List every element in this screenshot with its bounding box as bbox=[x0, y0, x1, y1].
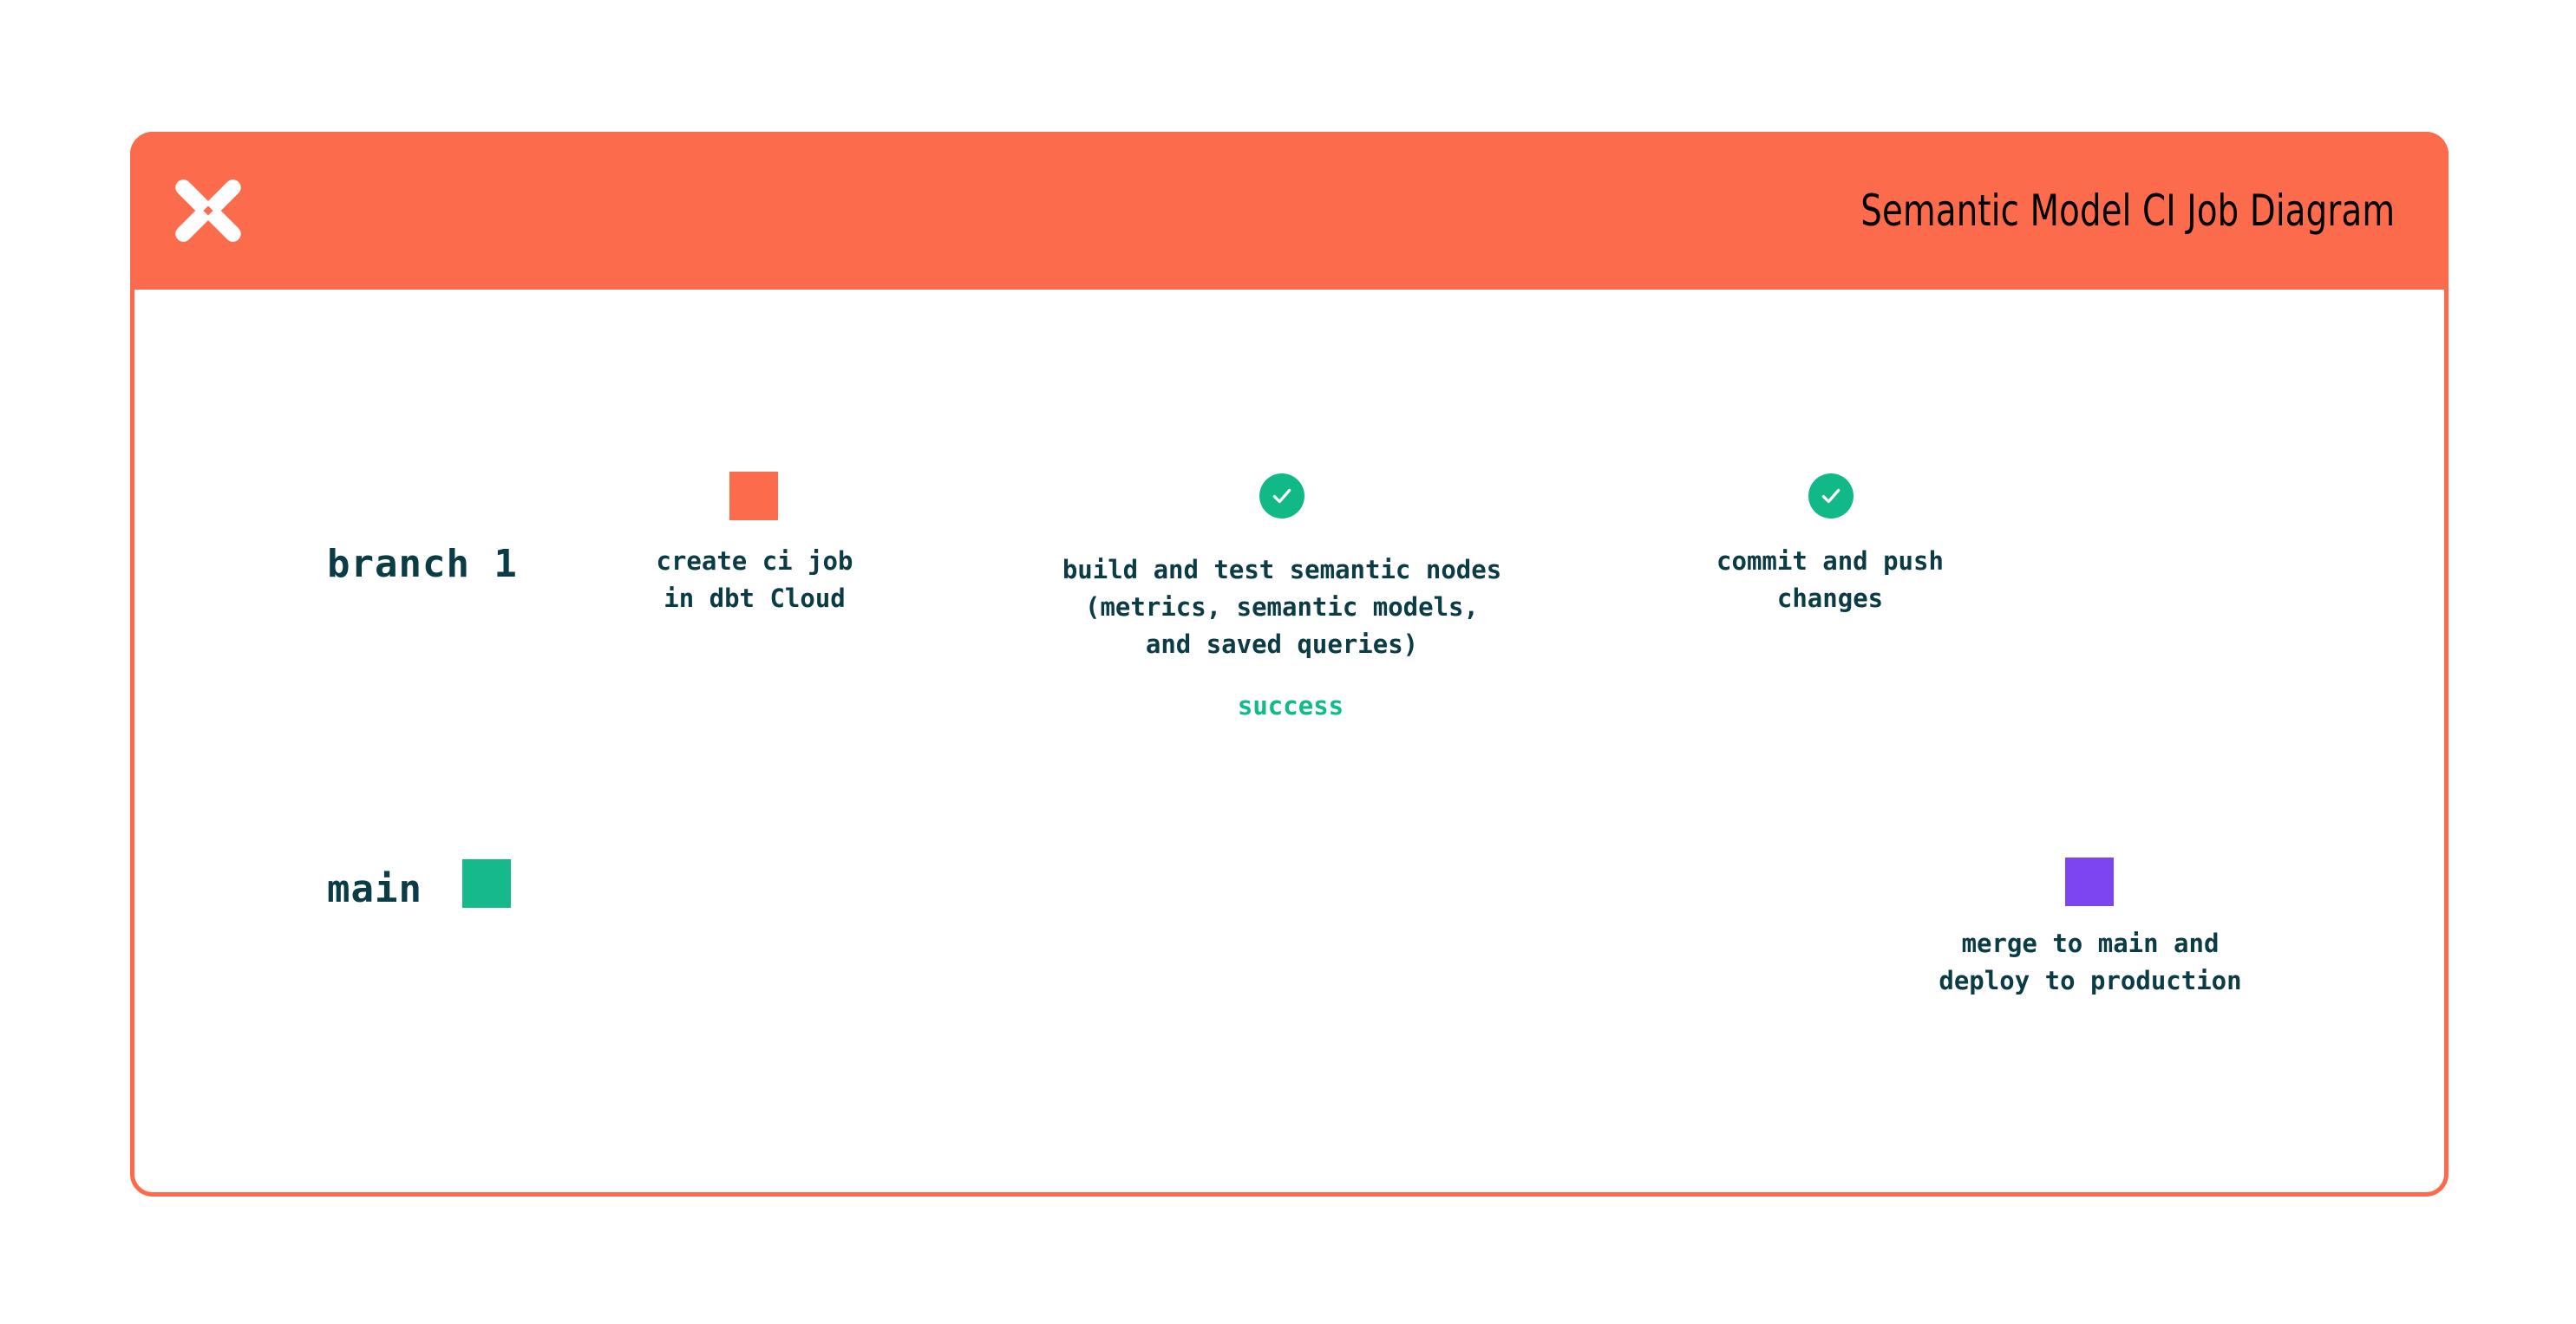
node-marker-commit-and-push[interactable] bbox=[1808, 473, 1854, 519]
node-caption-build-and-test: build and test semantic nodes (metrics, … bbox=[1062, 555, 1502, 659]
dbt-logo-glyph bbox=[175, 179, 241, 242]
lane-label-branch-1: branch 1 bbox=[327, 542, 518, 586]
check-icon bbox=[1272, 488, 1291, 504]
card-header: Semantic Model CI Job Diagram bbox=[130, 132, 2449, 290]
node-caption-merge-to-main: merge to main and deploy to production bbox=[1939, 929, 2242, 995]
diagram-card: Semantic Model CI Job Diagram bbox=[130, 132, 2449, 1197]
check-icon bbox=[1821, 488, 1840, 504]
node-caption-create-ci-job: create ci job in dbt Cloud bbox=[656, 546, 853, 613]
page-title: Semantic Model CI Job Diagram bbox=[1860, 186, 2395, 236]
node-marker-create-ci-job[interactable] bbox=[729, 472, 778, 520]
node-caption-commit-and-push: commit and push changes bbox=[1716, 546, 1944, 613]
node-marker-build-and-test[interactable] bbox=[1259, 473, 1304, 519]
node-marker-main-start[interactable] bbox=[462, 859, 511, 908]
node-marker-merge-to-main[interactable] bbox=[2065, 858, 2114, 906]
loop-label-success: success bbox=[1213, 688, 1369, 723]
dbt-logo-icon bbox=[168, 171, 248, 251]
lane-label-main: main bbox=[327, 867, 422, 911]
